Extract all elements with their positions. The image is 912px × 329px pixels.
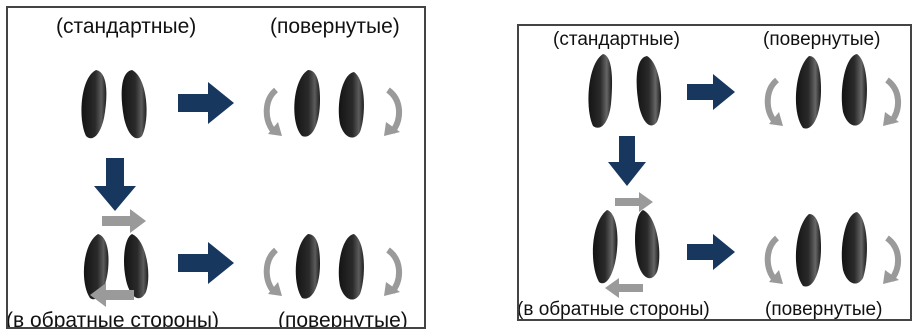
label-rotated-bottom: (повернутые): [765, 299, 883, 320]
bean-icon: [635, 210, 660, 279]
label-standard: (стандартные): [56, 15, 197, 38]
bean-icon: [592, 210, 618, 284]
bean-icon: [81, 70, 107, 139]
panel-right-illustration: [588, 54, 901, 298]
navy-arrow-right-icon: [178, 82, 234, 124]
gray-arrow-right-icon: [615, 192, 653, 212]
navy-arrow-right-icon: [178, 242, 234, 284]
bean-icon: [295, 234, 320, 299]
bean-icon: [795, 214, 821, 287]
bean-pair-rotated-top: [263, 70, 402, 138]
label-opposite: (в обратные стороны): [517, 299, 710, 320]
label-standard: (стандартные): [553, 29, 680, 50]
bean-icon: [636, 56, 662, 126]
bean-pair-rotated-bottom: [764, 212, 901, 287]
bean-pair-opposite: [592, 192, 660, 298]
label-rotated-bottom: (повернутые): [278, 309, 408, 329]
bean-pair-rotated-top: [764, 54, 901, 129]
gray-arrow-left-icon: [605, 278, 643, 298]
bean-pair-standard: [81, 70, 147, 139]
bean-icon: [338, 234, 364, 300]
navy-arrow-right-icon: [687, 234, 735, 270]
bean-icon: [121, 70, 147, 139]
bean-icon: [294, 70, 320, 137]
bean-pair-standard: [588, 54, 662, 128]
bean-icon: [841, 54, 867, 126]
curved-arrow-ccw-icon: [263, 247, 279, 294]
diagram-panel-left: (стандартные) (повернутые) (в обратные с…: [6, 6, 426, 329]
label-opposite: (в обратные стороны): [6, 309, 220, 329]
bean-pair-opposite: [83, 209, 149, 307]
bean-icon: [338, 72, 364, 138]
bean-pair-rotated-bottom: [263, 234, 402, 300]
curved-arrow-ccw-icon: [764, 77, 780, 124]
gray-arrow-right-icon: [102, 209, 146, 233]
bean-icon: [83, 234, 109, 300]
navy-arrow-down-icon: [94, 158, 136, 211]
panel-left-illustration: [81, 70, 402, 307]
bean-icon: [124, 234, 149, 299]
bean-icon: [588, 54, 613, 128]
bean-icon: [795, 56, 821, 129]
label-rotated-top: (повернутые): [270, 15, 400, 38]
diagram-panel-right: (стандартные) (повернутые) (в обратные с…: [517, 24, 912, 321]
curved-arrow-ccw-icon: [764, 235, 780, 282]
bean-icon: [841, 212, 867, 284]
navy-arrow-down-icon: [608, 136, 646, 186]
gray-arrow-left-icon: [90, 283, 134, 307]
curved-arrow-ccw-icon: [263, 87, 279, 134]
label-rotated-top: (повернутые): [763, 29, 881, 50]
navy-arrow-right-icon: [687, 74, 735, 110]
